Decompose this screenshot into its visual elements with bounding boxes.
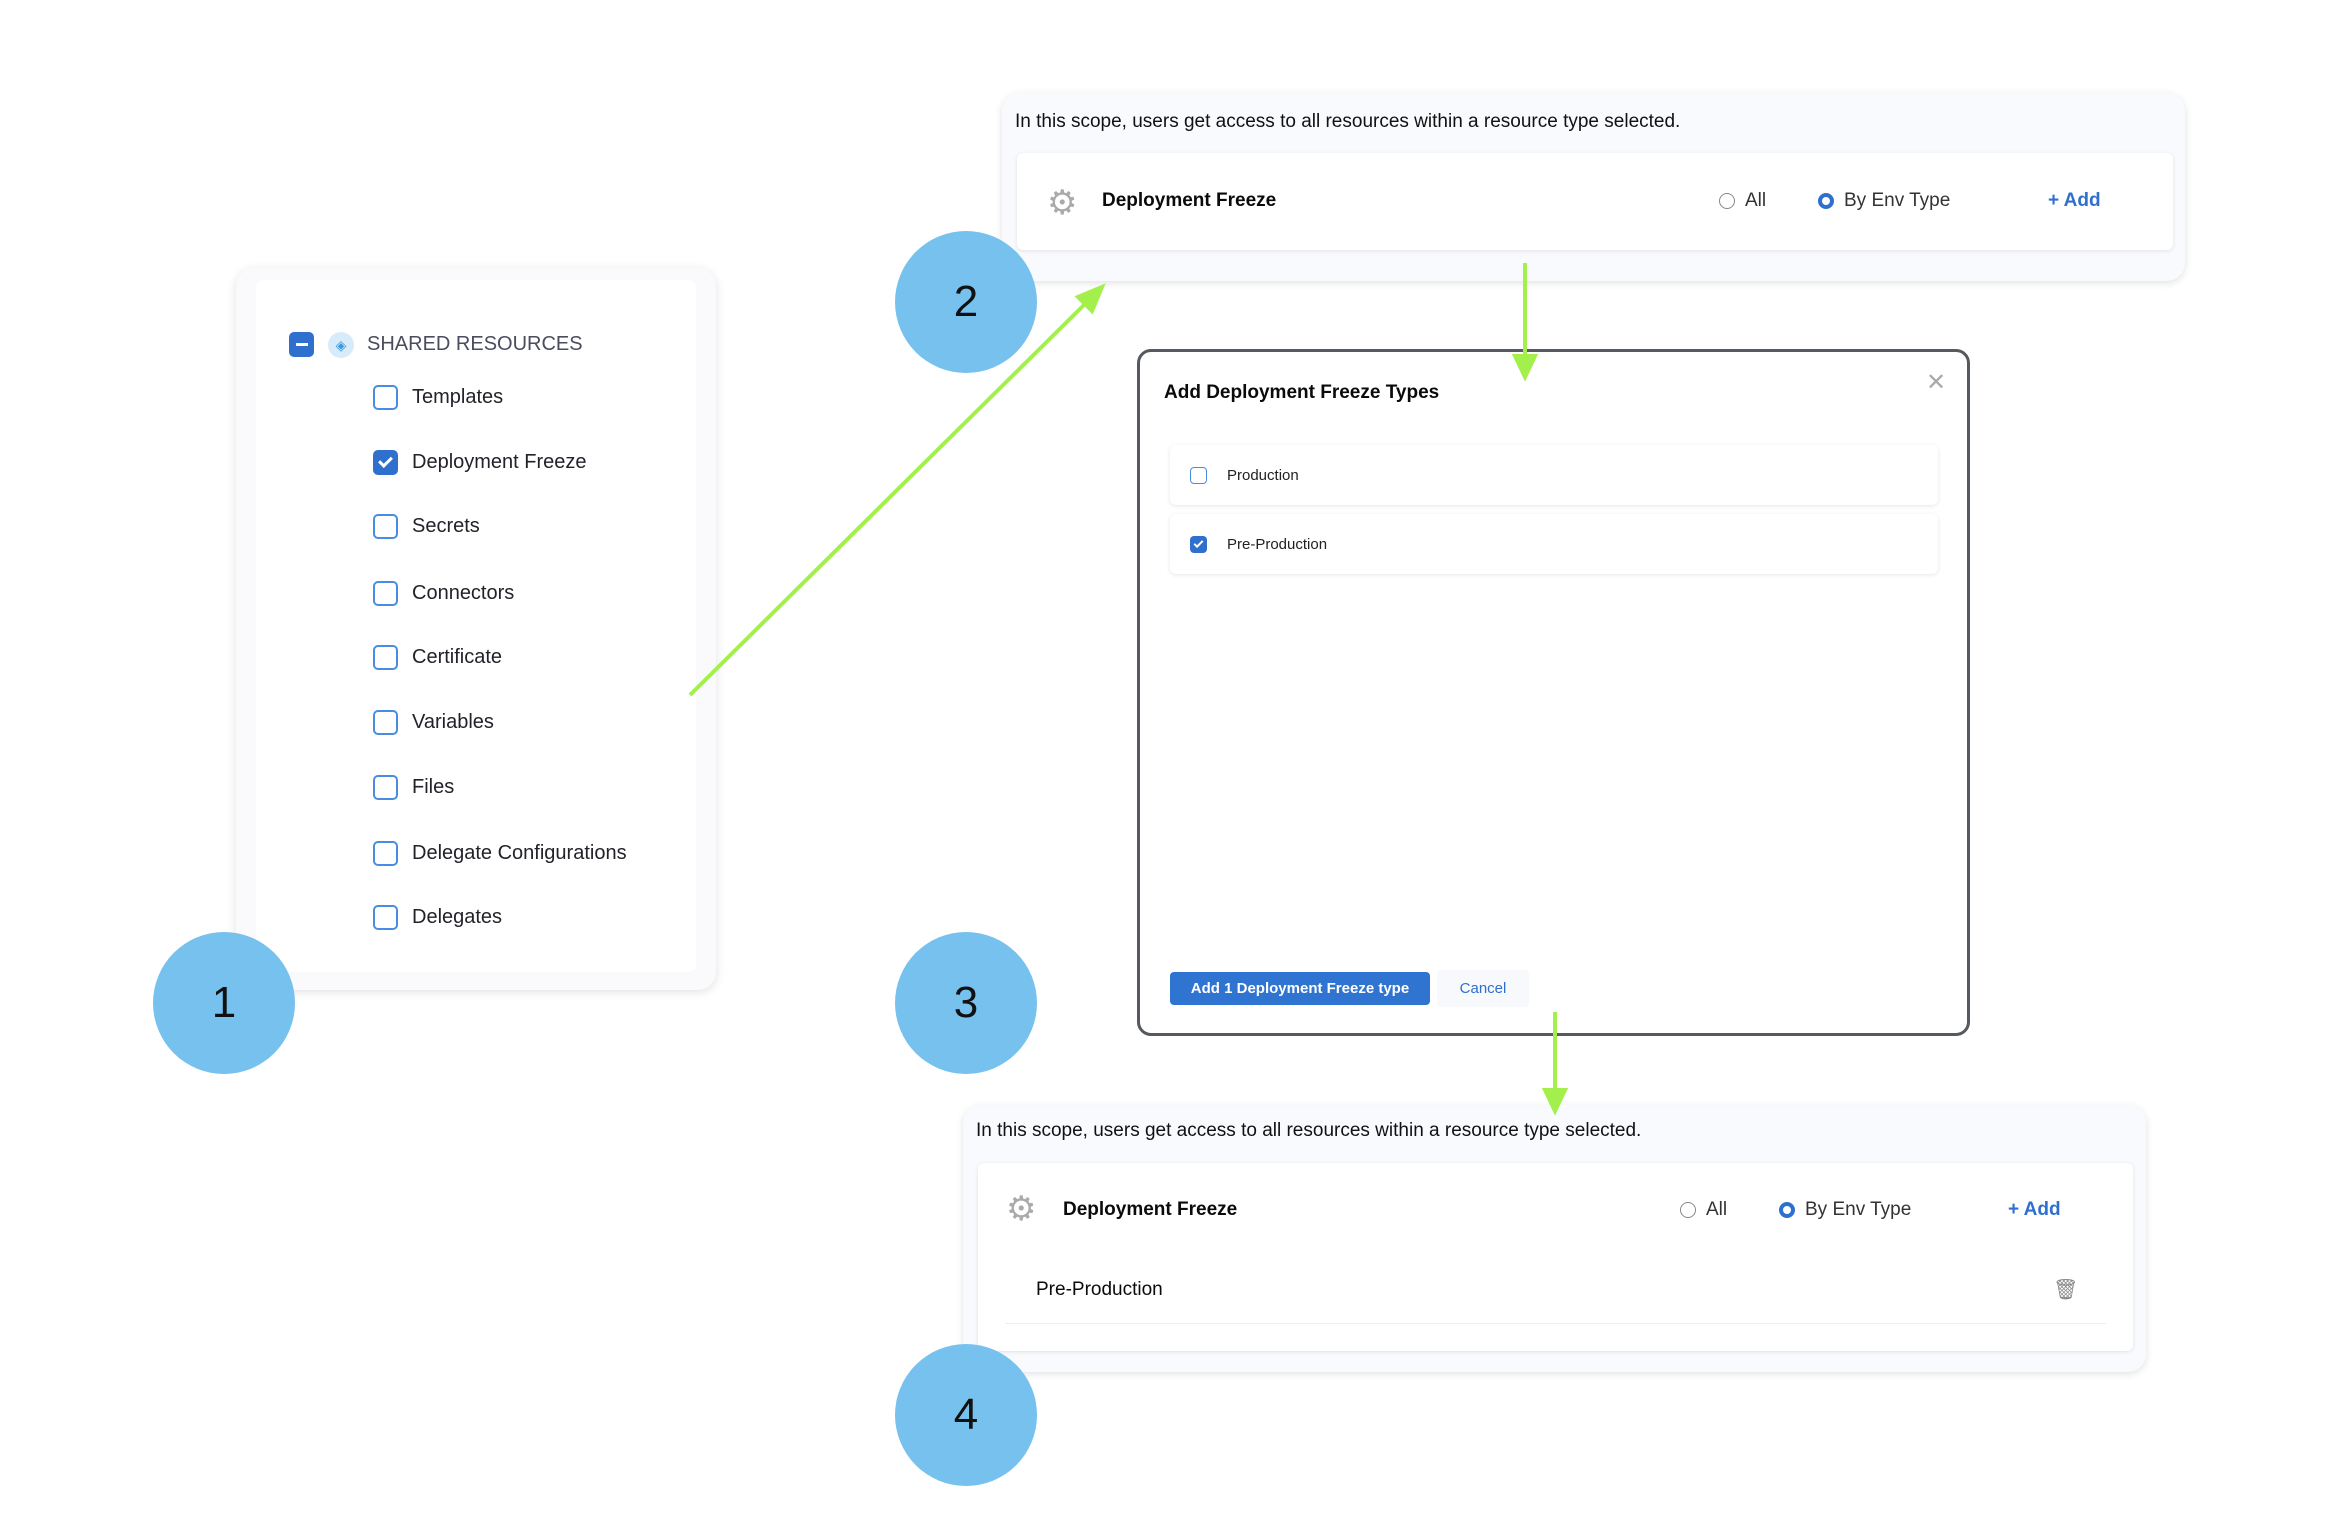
radio-label: By Env Type — [1805, 1199, 1912, 1220]
step-circle-2: 2 — [895, 231, 1037, 373]
resource-card: ⚙ Deployment Freeze All By Env Type + Ad… — [1017, 153, 2173, 250]
added-item-label: Pre-Production — [1036, 1279, 1163, 1300]
trash-icon[interactable]: 🗑 — [2053, 1279, 2079, 1301]
cancel-button[interactable]: Cancel — [1437, 970, 1529, 1007]
resource-item[interactable]: Delegate Configurations — [373, 838, 627, 868]
shared-resources-card: ◈ SHARED RESOURCES Templates Deployment … — [256, 280, 696, 972]
gear-icon: ⚙ — [1047, 184, 1078, 222]
scope-description: In this scope, users get access to all r… — [1015, 111, 1681, 132]
resource-item[interactable]: Files — [373, 772, 454, 802]
add-button[interactable]: + Add — [2048, 190, 2101, 211]
collapse-checkbox[interactable] — [289, 332, 314, 357]
step-circle-4: 4 — [895, 1344, 1037, 1486]
step-circle-1: 1 — [153, 932, 295, 1074]
resource-item[interactable]: Variables — [373, 707, 494, 737]
scope-description: In this scope, users get access to all r… — [976, 1120, 1642, 1141]
gear-icon: ⚙ — [1006, 1190, 1037, 1228]
resource-item[interactable]: Deployment Freeze — [373, 447, 587, 477]
close-icon[interactable]: ✕ — [1926, 369, 1947, 396]
option-row[interactable]: Production — [1170, 445, 1938, 505]
resource-item[interactable]: Secrets — [373, 511, 480, 541]
divider — [1005, 1323, 2106, 1324]
item-label: Templates — [412, 385, 504, 408]
item-label: Delegates — [412, 905, 503, 928]
checkbox[interactable] — [373, 449, 398, 475]
item-label: Secrets — [412, 514, 480, 537]
checkbox[interactable] — [373, 513, 398, 539]
resource-item[interactable]: Templates — [373, 382, 503, 412]
checkbox[interactable] — [373, 644, 398, 670]
radio-by-env-type[interactable]: By Env Type — [1779, 1199, 1911, 1221]
resource-card: ⚙ Deployment Freeze All By Env Type + Ad… — [978, 1163, 2133, 1351]
checkbox[interactable] — [373, 384, 398, 410]
option-label: Pre-Production — [1227, 535, 1328, 553]
checkbox[interactable] — [1190, 466, 1207, 484]
scope-panel: In this scope, users get access to all r… — [1002, 93, 2185, 281]
checkbox[interactable] — [373, 709, 398, 735]
resource-item[interactable]: Connectors — [373, 578, 514, 608]
arrowhead — [1511, 354, 1539, 382]
item-label: Certificate — [412, 645, 503, 668]
shared-resources-icon: ◈ — [328, 332, 354, 358]
radio-selected-icon[interactable] — [1818, 193, 1834, 209]
option-label: Production — [1227, 466, 1299, 484]
radio-all[interactable]: All — [1680, 1199, 1727, 1221]
shared-resources-panel: ◈ SHARED RESOURCES Templates Deployment … — [236, 268, 716, 990]
checkbox[interactable] — [373, 774, 398, 800]
section-header: SHARED RESOURCES — [367, 333, 583, 355]
resource-title: Deployment Freeze — [1102, 190, 1277, 211]
radio-selected-icon[interactable] — [1779, 1202, 1795, 1218]
radio-icon[interactable] — [1719, 193, 1735, 209]
resource-title: Deployment Freeze — [1063, 1199, 1238, 1220]
checkbox[interactable] — [1190, 535, 1207, 553]
option-row[interactable]: Pre-Production — [1170, 514, 1938, 574]
result-scope-panel: In this scope, users get access to all r… — [963, 1105, 2146, 1372]
item-label: Connectors — [412, 581, 515, 604]
item-label: Delegate Configurations — [412, 841, 627, 864]
item-label: Variables — [412, 710, 494, 733]
radio-label: All — [1745, 190, 1767, 211]
checkbox[interactable] — [373, 840, 398, 866]
radio-by-env-type[interactable]: By Env Type — [1818, 190, 1950, 212]
radio-label: By Env Type — [1844, 190, 1951, 211]
add-button[interactable]: + Add — [2008, 1199, 2061, 1220]
add-freeze-types-modal: Add Deployment Freeze Types ✕ Production… — [1137, 349, 1970, 1036]
item-label: Files — [412, 775, 455, 798]
item-label: Deployment Freeze — [412, 450, 587, 473]
arrowhead — [1541, 1088, 1569, 1116]
resource-item[interactable]: Delegates — [373, 902, 502, 932]
resource-item[interactable]: Certificate — [373, 642, 502, 672]
radio-all[interactable]: All — [1719, 190, 1766, 212]
modal-title: Add Deployment Freeze Types — [1164, 382, 1440, 403]
radio-icon[interactable] — [1680, 1202, 1696, 1218]
radio-label: All — [1706, 1199, 1728, 1220]
checkbox[interactable] — [373, 904, 398, 930]
checkbox[interactable] — [373, 580, 398, 606]
step-circle-3: 3 — [895, 932, 1037, 1074]
arrow-step1-to-step2 — [688, 297, 1092, 697]
add-freeze-type-button[interactable]: Add 1 Deployment Freeze type — [1170, 972, 1430, 1005]
arrowhead — [1074, 283, 1106, 315]
